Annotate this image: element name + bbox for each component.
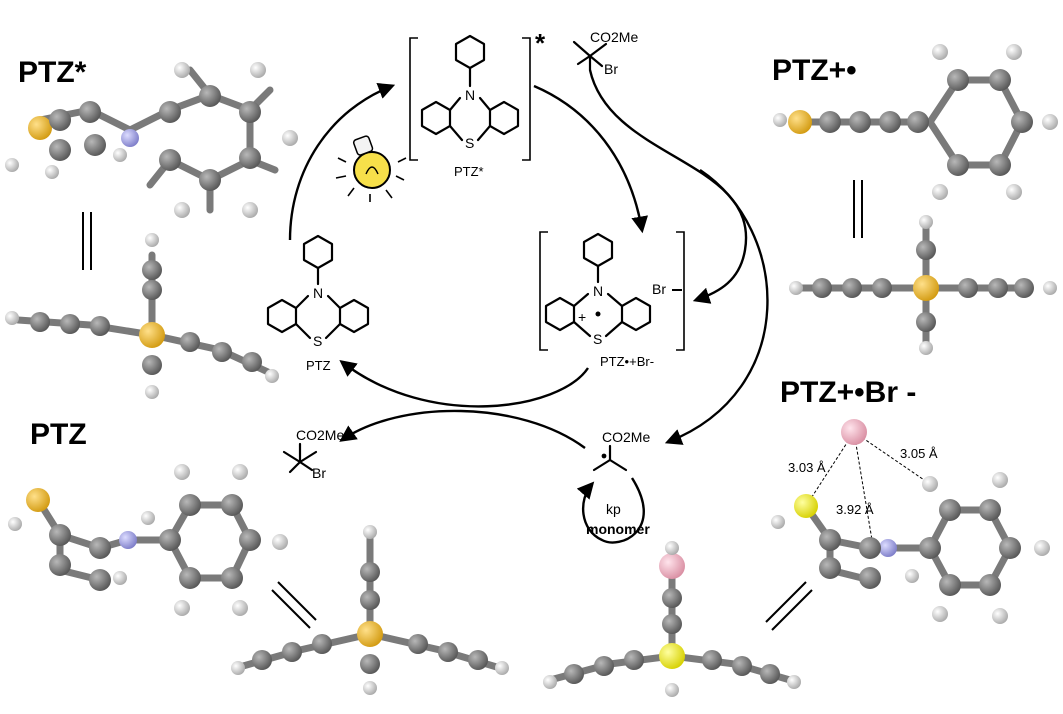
lightbulb-icon [335, 135, 407, 202]
svg-text:CO2Me: CO2Me [590, 29, 638, 45]
arrow-propagation [576, 477, 645, 544]
monomer-label: monomer [586, 521, 650, 537]
initiator-bottom: CO2Me Br [282, 427, 344, 481]
svg-text:S: S [593, 331, 602, 347]
arrow-deactivation [339, 359, 589, 408]
arrow-bromide-uptake [588, 69, 748, 304]
distance-label-1: 3.03 Å [788, 460, 826, 475]
ptz-star-label: PTZ* [454, 164, 484, 179]
star-mark: * [535, 28, 546, 58]
heading-ptz-star: PTZ* [18, 56, 87, 89]
heading-ptz: PTZ [30, 418, 87, 451]
ptz-radical-cation-bromide-structure: N S + Br PTZ•+Br- [539, 231, 685, 369]
ptz-radical-cation-end-view-render [789, 215, 1057, 355]
heading-ptz-radical-cation-bromide: PTZ+•Br - [780, 376, 916, 409]
svg-text:CO2Me: CO2Me [602, 429, 650, 445]
arrow-excitation [288, 83, 396, 241]
arrow-radical-formation [664, 169, 769, 445]
heading-ptz-radical-cation: PTZ+• [772, 54, 857, 87]
ptz-3d-render [8, 464, 288, 616]
equivalence-mark-bottom-left [271, 581, 317, 629]
ptz-end-view-render [231, 525, 509, 695]
ptz-radical-cation-bromide-label: PTZ•+Br- [600, 354, 654, 369]
svg-text:CO2Me: CO2Me [296, 427, 344, 443]
svg-text:+: + [578, 309, 586, 325]
ptz-star-structure: * N S PTZ* [409, 28, 546, 179]
equivalence-mark-top-right [853, 180, 863, 238]
distance-label-3: 3.92 Å [836, 502, 874, 517]
arrow-recombination [339, 409, 586, 449]
equivalence-mark-bottom-right [765, 581, 813, 631]
initiator-top: CO2Me Br [572, 29, 638, 77]
ptz-radical-cation-3d-render [773, 44, 1058, 200]
svg-text:S: S [465, 135, 474, 151]
ptz-star-end-view-render [5, 233, 279, 399]
propagating-radical: CO2Me kp monomer [586, 429, 650, 537]
svg-text:Br: Br [604, 61, 618, 77]
ptz-radical-cation-bromide-end-view-render [543, 541, 801, 697]
equivalence-mark-top-left [82, 212, 92, 270]
distance-label-2: 3.05 Å [900, 446, 938, 461]
svg-text:N: N [593, 283, 603, 299]
bromide-counterion: Br [652, 281, 666, 297]
ptz-radical-cation-bromide-3d-render: 3.03 Å 3.05 Å 3.92 Å [771, 419, 1050, 624]
ptz-star-3d-render [5, 62, 298, 218]
svg-text:S: S [313, 333, 322, 349]
ptz-label: PTZ [306, 358, 331, 373]
arrow-electron-transfer [533, 84, 649, 234]
rate-constant: kp [606, 501, 621, 517]
svg-text:N: N [465, 87, 475, 103]
svg-text:Br: Br [312, 465, 326, 481]
ptz-structure: N S PTZ [266, 234, 370, 373]
svg-text:N: N [313, 285, 323, 301]
